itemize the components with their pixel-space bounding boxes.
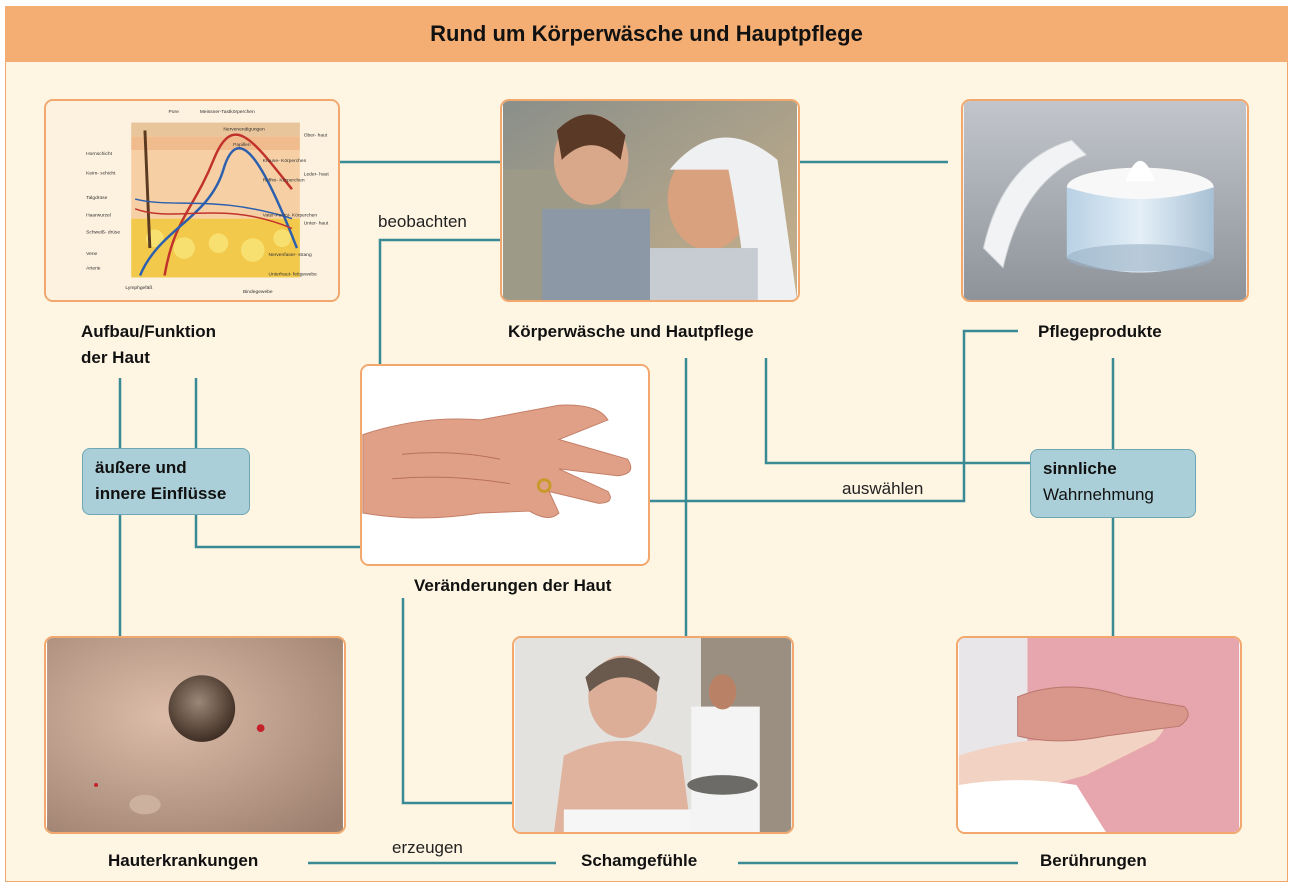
skin-label-left-5: Vene <box>86 251 97 257</box>
skin-layer-0: Ober- haut <box>304 132 328 138</box>
node-shame: Schamgefühle <box>581 851 697 871</box>
skin-label-right-5: Bindegewebe <box>243 289 273 295</box>
shame-image <box>514 638 792 832</box>
skin-label-right-4: Unterhaut- fettgewebe <box>268 271 317 277</box>
touch-photo <box>956 636 1242 834</box>
edge-label-observe: beobachten <box>378 212 467 232</box>
skin-illustration: Hornschicht Keim- schicht Talgdrüse Haar… <box>46 101 338 300</box>
aged-hand-photo <box>360 364 650 566</box>
node-touch: Berührungen <box>1040 851 1147 871</box>
skin-label-top-2: Nervenendigungen <box>223 126 265 132</box>
callout-perception-line1: sinnliche <box>1043 456 1183 482</box>
node-products: Pflegeprodukte <box>1038 322 1162 342</box>
skin-label-left-7: Lymphgefäß <box>125 285 152 291</box>
skin-label-top-0: Pore <box>168 109 179 115</box>
skin-label-top-1: Meissner-Tastkörperchen <box>200 109 255 115</box>
node-skin-structure: Aufbau/Funktion der Haut <box>81 319 216 371</box>
callout-perception: sinnliche Wahrnehmung <box>1030 449 1196 518</box>
cream-jar-image <box>963 101 1247 300</box>
line-care-perception <box>766 358 1030 463</box>
node-skin-changes: Veränderungen der Haut <box>414 576 611 596</box>
shame-photo <box>512 636 794 834</box>
skin-label-left-0: Hornschicht <box>86 151 112 157</box>
skin-lesion-photo <box>44 636 346 834</box>
node-skin-structure-text: Aufbau/Funktion der Haut <box>81 322 216 367</box>
skin-label-left-4: Schweiß- drüse <box>86 229 120 235</box>
touch-image <box>958 638 1240 832</box>
skin-layer-2: Unter- haut <box>304 221 329 227</box>
cream-jar-photo <box>961 99 1249 302</box>
skin-label-left-6: Arterie <box>86 266 101 272</box>
callout-influences-line2: innere Einflüsse <box>95 481 237 507</box>
node-diseases: Hauterkrankungen <box>108 851 258 871</box>
skin-label-left-2: Talgdrüse <box>86 195 107 201</box>
skin-label-top-3: Papillen <box>233 142 251 148</box>
aged-hand-image <box>362 366 648 564</box>
skin-lesion-image <box>46 638 344 832</box>
caregiver-image <box>502 101 798 300</box>
caregiver-photo <box>500 99 800 302</box>
edge-label-produce: erzeugen <box>392 838 463 858</box>
skin-label-left-3: Haarwurzel <box>86 213 111 219</box>
skin-label-right-2: Vater-Pacini- Körperchen <box>263 213 318 219</box>
skin-layer-1: Leder- haut <box>304 172 330 178</box>
line-changes-select <box>650 331 1018 501</box>
callout-influences: äußere und innere Einflüsse <box>82 448 250 515</box>
callout-influences-line1: äußere und <box>95 455 237 481</box>
skin-label-right-3: Nervenfaser- strang <box>268 252 311 258</box>
line-influences-changes <box>196 515 360 547</box>
line-changes-shame <box>403 598 512 803</box>
line-observe <box>380 240 500 368</box>
edge-label-select: auswählen <box>842 479 923 499</box>
skin-label-left-1: Keim- schicht <box>86 171 116 177</box>
skin-label-right-1: Ruffini- Körperchen <box>263 177 305 183</box>
node-care: Körperwäsche und Hautpflege <box>508 322 754 342</box>
skin-cross-section-diagram: Hornschicht Keim- schicht Talgdrüse Haar… <box>44 99 340 302</box>
skin-label-right-0: Krause- Körperchen <box>263 158 307 164</box>
callout-perception-line2: Wahrnehmung <box>1043 482 1183 508</box>
